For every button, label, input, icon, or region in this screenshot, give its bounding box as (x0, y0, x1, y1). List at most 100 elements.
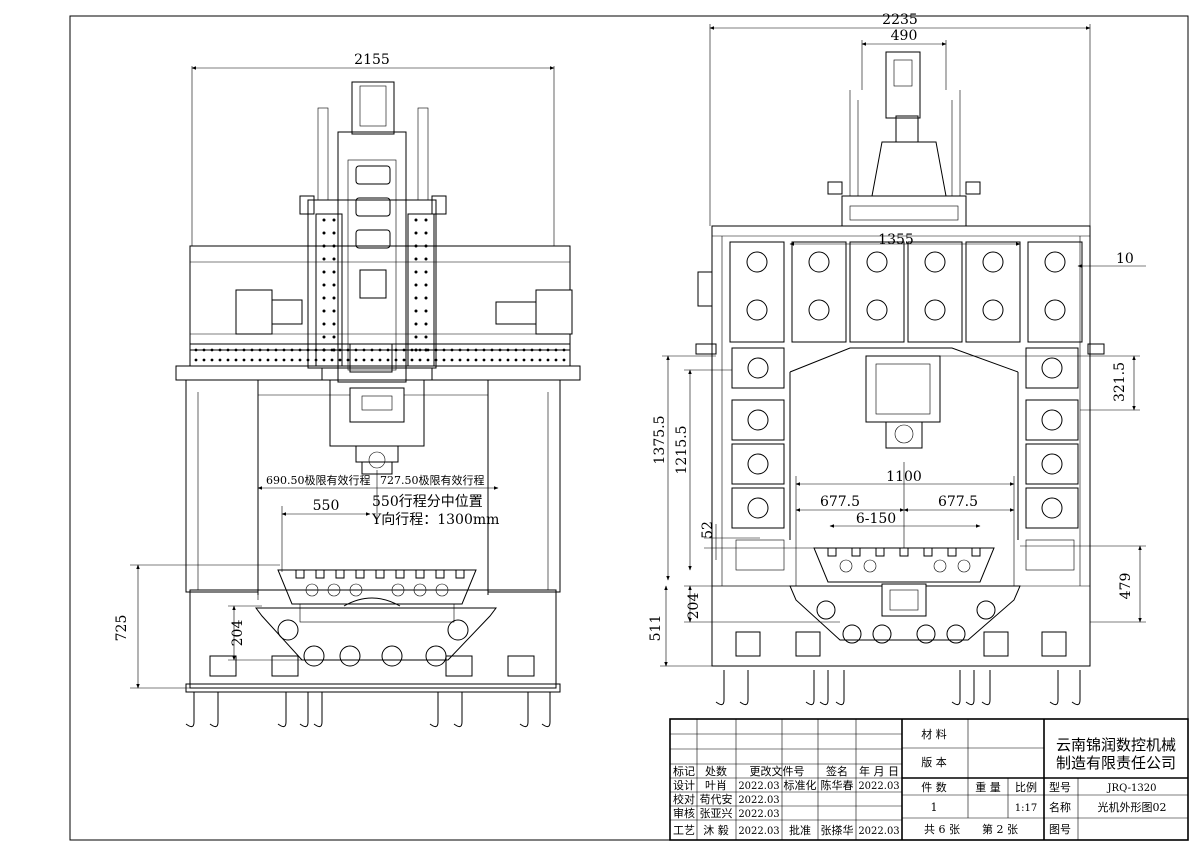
rail-hole (266, 348, 270, 352)
saddle-hole (322, 270, 326, 274)
table-hole (933, 559, 947, 573)
lifting-hook (429, 692, 439, 728)
rail-hole (282, 348, 286, 352)
casting-pocket (1025, 487, 1079, 529)
t-slot (295, 569, 305, 579)
leveling-feet (735, 631, 1067, 657)
lifting-hook (951, 670, 961, 706)
saddle-hole (414, 296, 418, 300)
dim-1375: 1375.5 (652, 416, 668, 465)
saddle-hole (332, 296, 336, 300)
pocket-hole (982, 251, 1004, 273)
t-slot (315, 569, 325, 579)
rail-hole (490, 348, 494, 352)
dim-10: 10 (1116, 251, 1134, 267)
row-name: 叶肖 (705, 778, 727, 792)
saddle-hole (322, 231, 326, 235)
rail-hole (522, 358, 526, 362)
saddle-hole (414, 218, 418, 222)
casting-pocket (965, 241, 1021, 343)
table-hole (349, 583, 363, 597)
rail-hole (274, 348, 278, 352)
saddle-hole (424, 296, 428, 300)
rail-hole (210, 348, 214, 352)
casting-pocket (1027, 241, 1083, 343)
lifting-hook (277, 692, 287, 728)
drawing-frame (69, 15, 1189, 841)
lifting-hook (965, 670, 975, 706)
hdr-mark: 标记 (673, 764, 695, 778)
travel-right-label: 727.50极限有效行程 (380, 473, 485, 487)
table-hole (863, 559, 877, 573)
rail-hole (370, 348, 374, 352)
saddle-hole (424, 283, 428, 287)
rail-hole (466, 358, 470, 362)
rail-hole (458, 358, 462, 362)
base-hole (872, 624, 892, 644)
t-slot (875, 547, 885, 557)
rail-hole (234, 348, 238, 352)
head-dim-490: 490 (891, 28, 918, 44)
rail-hole (482, 358, 486, 362)
base-hole (976, 600, 996, 620)
rail-hole (546, 358, 550, 362)
saddle-hole (332, 335, 336, 339)
row-role: 校对 (673, 792, 695, 806)
base-hole (425, 645, 447, 667)
saddle-hole (414, 270, 418, 274)
rail-hole (298, 358, 302, 362)
saddle-hole (322, 244, 326, 248)
lifting-hook (541, 692, 551, 728)
pocket-hole (1041, 409, 1063, 431)
rail-hole (482, 348, 486, 352)
rail-hole (418, 358, 422, 362)
rail-bolt-holes (194, 348, 566, 362)
rail-hole (250, 358, 254, 362)
lifting-hook (185, 692, 195, 728)
model-value: JRQ-1320 (1107, 783, 1157, 794)
rail-hole (514, 348, 518, 352)
base-hole (381, 645, 403, 667)
dim-677-right: 677.5 (938, 494, 978, 510)
lifting-hook (519, 692, 529, 728)
rail-hole (450, 358, 454, 362)
rail-hole (250, 348, 254, 352)
row-role: 审核 (673, 806, 695, 820)
dim-1215: 1215.5 (674, 426, 690, 475)
pocket-hole (982, 299, 1004, 321)
saddle-hole (424, 322, 428, 326)
base-hole (916, 624, 936, 644)
table-hole (305, 583, 319, 597)
hdr-date: 年 月 日 (859, 764, 899, 778)
rail-hole (218, 348, 222, 352)
rail-hole (354, 358, 358, 362)
casting-pocket (1025, 399, 1079, 441)
rail-hole (298, 348, 302, 352)
t-slot (375, 569, 385, 579)
rail-hole (530, 348, 534, 352)
company-line1: 云南锦润数控机械 (1056, 736, 1176, 754)
row-date: 2022.03 (738, 795, 779, 806)
side-view: 2235 490 1355 10 1375.5 1215.5 321.5 110… (648, 12, 1146, 706)
saddle-hole (424, 348, 428, 352)
hdr-count: 处数 (705, 765, 727, 778)
table-hole (391, 583, 405, 597)
pocket-hole (746, 251, 768, 273)
saddle-hole (414, 348, 418, 352)
pocket-hole (808, 251, 830, 273)
rail-hole (546, 348, 550, 352)
saddle-hole (414, 309, 418, 313)
row-role2: 批准 (789, 823, 811, 837)
rail-hole (426, 358, 430, 362)
leveling-foot (795, 631, 821, 657)
rail-hole (378, 348, 382, 352)
rail-hole (458, 348, 462, 352)
rail-hole (218, 358, 222, 362)
rail-hole (226, 348, 230, 352)
rail-hole (538, 358, 542, 362)
table-hole (957, 559, 971, 573)
dim-725: 725 (114, 615, 130, 642)
lifting-hook (739, 670, 749, 706)
version-label: 版 本 (921, 755, 947, 769)
